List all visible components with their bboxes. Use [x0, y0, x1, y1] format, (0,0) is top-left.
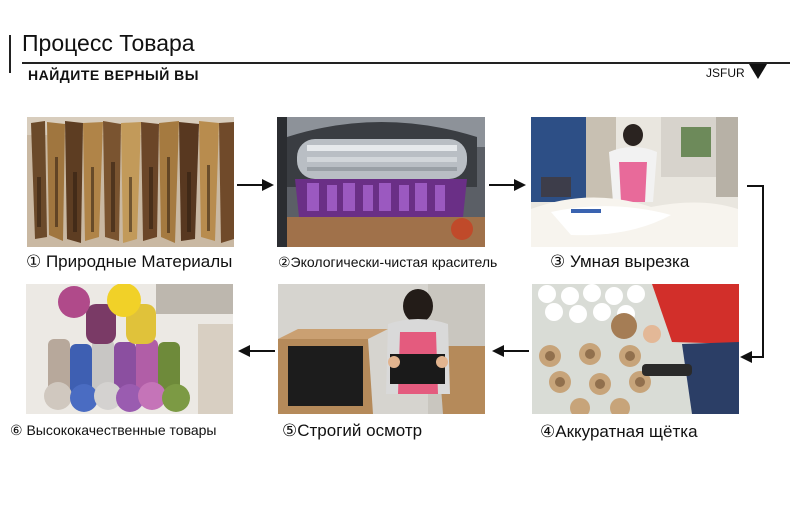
step-5-caption: ⑤Строгий осмотр — [282, 421, 423, 440]
header-divider — [22, 62, 790, 64]
step-2-photo — [277, 117, 485, 247]
arrow-left-icon — [492, 345, 529, 357]
step-5-photo — [278, 284, 485, 414]
step-4-caption: ④Аккуратная щётка — [540, 422, 698, 441]
header-accent-bar — [9, 35, 11, 73]
arrow-right-icon — [237, 179, 274, 191]
step-6-caption: ⑥ Высококачественные товары — [10, 422, 217, 438]
step-6-photo — [26, 284, 233, 414]
step-3-caption: ③ Умная вырезка — [550, 252, 690, 271]
brand-label: JSFUR — [706, 66, 745, 80]
page-title: Процесс Товара — [22, 30, 195, 56]
step-1-photo — [27, 117, 234, 247]
step-1-caption: ① Природные Материалы — [26, 252, 233, 271]
arrow-left-icon — [238, 345, 275, 357]
step-3-photo — [531, 117, 738, 247]
arrow-down-connector-icon — [740, 185, 764, 363]
step-4-photo — [532, 284, 739, 414]
down-triangle-icon — [749, 64, 767, 79]
arrow-right-icon — [489, 179, 526, 191]
page-subtitle: НАЙДИТЕ ВЕРНЫЙ ВЫ — [28, 67, 199, 83]
step-2-caption: ②Экологически-чистая краситель — [278, 254, 498, 270]
